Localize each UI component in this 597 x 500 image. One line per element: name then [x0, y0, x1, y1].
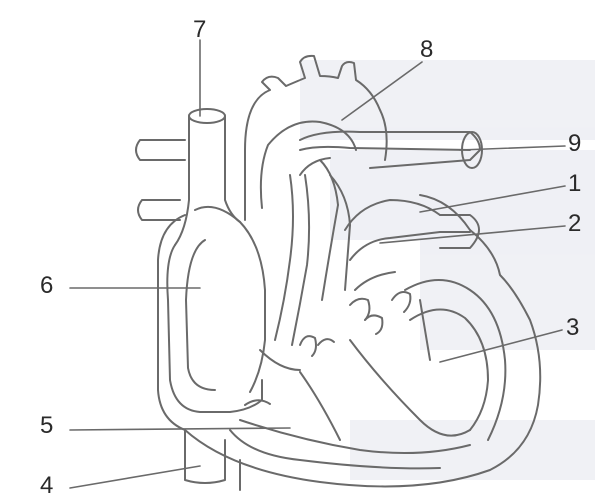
leader-line-4	[70, 466, 200, 488]
leader-line-9	[460, 146, 565, 150]
label-7: 7	[193, 18, 206, 42]
label-6: 6	[40, 274, 53, 298]
heart-valves	[245, 292, 410, 405]
right-atrium	[167, 207, 265, 412]
label-5: 5	[40, 414, 53, 438]
left-pulmonary-veins	[136, 140, 185, 220]
leader-line-5	[70, 428, 290, 430]
label-9: 9	[568, 132, 581, 156]
label-4: 4	[40, 474, 53, 498]
label-2: 2	[568, 212, 581, 236]
label-3: 3	[566, 316, 579, 340]
label-8: 8	[420, 38, 433, 62]
background-shading	[300, 60, 595, 480]
superior-vena-cava	[175, 109, 240, 245]
label-1: 1	[568, 172, 581, 196]
